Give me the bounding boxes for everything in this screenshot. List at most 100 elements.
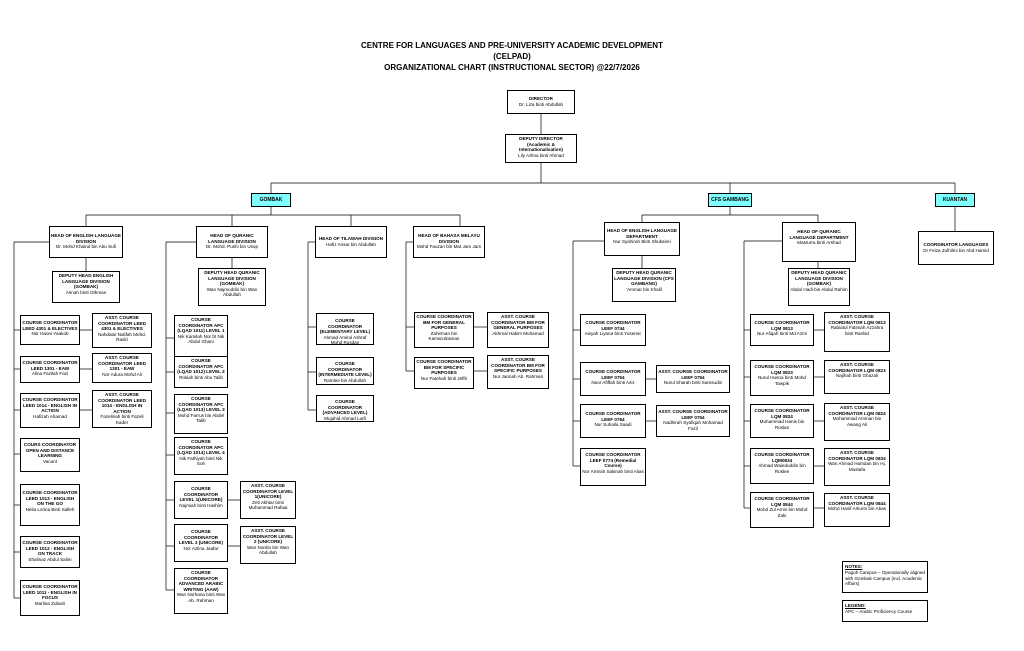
head-title: HEAD OF QURANIC LANGUAGE DEPARTMENT — [789, 229, 849, 240]
notes-heading: NOTES: — [845, 564, 863, 569]
gombak-quranic-coord-0: COURSE COORDINATOR APC (LQAD 1011) LEVEL… — [174, 315, 228, 359]
gombak-malay-asst-0: ASST. COURSE COORDINATOR BM FOR GENERAL … — [487, 312, 549, 348]
asst-name: Nur Jannah Ab. Rahman — [492, 373, 544, 379]
gombak-tilawah-head: HEAD OF TILAWAH DIVISION Hafiz Ansar bin… — [315, 226, 387, 258]
coord-name: Ahmad Waieduddin bin Roslee — [758, 463, 806, 474]
coord-name: Mohd Zul Amin bin Mohd Zaki — [756, 507, 808, 518]
asst-name: Zeti Akhtar binti Muhammad Rafaai — [248, 499, 288, 511]
gombak-quranic-head: HEAD OF QURANIC LANGUAGE DIVISION Dr. Mo… — [196, 226, 268, 258]
campus-kuantan: KUANTAN — [935, 193, 975, 207]
campus-cfs-gambang: CFS GAMBANG — [708, 193, 752, 207]
coord-name: Rokiah binti Abu Talib — [179, 374, 223, 380]
coord-title: COURSE COORDINATOR (ADVANCED LEVEL) — [322, 399, 368, 416]
deputy-title: DEPUTY HEAD QURANIC LANGUAGE DIVISION (G… — [204, 270, 260, 287]
coord-title: COURSE COORDINATOR LEED 1011 - ENGLISH I… — [22, 584, 78, 601]
head-name: Masturra binti Arshad — [797, 240, 841, 246]
asst-title: ASST. COURSE COORDINATOR LQM 0834 — [828, 450, 886, 461]
director-name: Dr. Liza binti Abdullah — [518, 101, 564, 107]
gombak-english-coord-6: COURSE COORDINATOR LEED 1011 - ENGLISH I… — [20, 580, 80, 616]
coord-name: Nur Suhaila Saadi — [594, 422, 632, 428]
head-name: Mohd Fauzan bin Mat Jam Jam — [416, 244, 482, 250]
asst-title: ASST. COURSE COORDINATOR BM FOR SPECIFIC… — [491, 357, 545, 374]
head-title: HEAD OF TILAWAH DIVISION — [318, 236, 384, 241]
coord-name: Ahmad Amirul Ashraf Mohd Rusdan — [323, 334, 367, 345]
asst-name: Mohammad Amman bin Awang Ali — [832, 416, 882, 427]
cfs-english-deputy: DEPUTY HEAD QURANIC LANGUAGE DIVISION (C… — [612, 268, 676, 302]
coord-name: Muhammad Hanis bin Roslan — [759, 419, 805, 430]
asst-title: ASST. COURSE COORDINATOR LQM 0823 — [828, 362, 886, 373]
coord-name: Nor Amirah Sakinah binti Alias — [582, 468, 644, 474]
asst-title: ASST. COURSE COORDINATOR LEED 4301 & ELE… — [98, 315, 146, 332]
asst-title: ASST. COURSE COORDINATOR LQM 0813 — [828, 314, 886, 325]
gombak-english-coord-4: COURSE COORDINATOR LEED 1013 - ENGLISH O… — [20, 484, 80, 526]
head-name: Dr. Mohd. Pushi bin Usop — [205, 244, 259, 250]
asst-title: ASST. COURSE COORDINATOR LQM 0844 — [828, 495, 886, 506]
coord-name: Nik Fathiyah binti Nik Soh — [179, 455, 223, 467]
asst-title: ASST. COURSE COORDINATOR LQM 0824 — [828, 405, 886, 416]
asst-name: Fazelinah binti Fazeli Kader — [100, 414, 144, 425]
asst-name: Rabiatul Fatimah Azzahra binti Rashid — [830, 325, 884, 336]
deputy-name: Abdul Hadi bin Abdul Rahim — [790, 286, 848, 292]
coord-title: COURSE COORDINATOR LEED 1014 - ENGLISH I… — [22, 397, 78, 414]
coord-name: Dr Feiza Zulhilmi bin Abd Hamid — [923, 247, 989, 253]
legend-box: LEGEND: APC – Arabic Proficiency Course — [842, 600, 928, 622]
asst-name: Nahdatul Nalifah Mohd. Radzi — [97, 331, 146, 343]
notes-box: NOTES: Pagoh Campus – Operationally alig… — [842, 561, 928, 593]
legend-heading: LEGEND: — [845, 603, 866, 608]
coord-title: COURSE COORDINATOR LEED 4301 & ELECTIVES — [22, 320, 78, 331]
head-name: Hafiz Ansar bin Abdullah — [326, 241, 376, 247]
gombak-quranic-asst-1: ASST. COURSE COORDINATOR LEVEL 2 (UNICOR… — [240, 526, 296, 564]
campus-gombak: GOMBAK — [251, 193, 291, 207]
asst-name: Akhmal Hakim Mohamad — [492, 330, 544, 336]
deputy-title: DEPUTY HEAD QURANIC LANGUAGE DIVISION (G… — [791, 270, 847, 287]
gombak-malay-coord-0: COURSE COORDINATOR BM FOR GENERAL PURPOS… — [414, 312, 474, 348]
coord-name: Shalinaz Abdul Salim — [28, 556, 72, 562]
coord-title: COURSE COORDINATOR LEVEL 1(UNICORE) — [179, 486, 223, 503]
coord-title: COURSE COORDINATOR (INTERMEDIATE LEVEL) — [318, 361, 372, 378]
deputy-name: 'Ammar bin Khalil — [626, 286, 662, 292]
head-name: Nur Syahirah Binti Shukairei — [613, 239, 671, 245]
chart-title-line3: ORGANIZATIONAL CHART (INSTRUCTIONAL SECT… — [384, 63, 640, 72]
gombak-english-coord-5: COURSE COORDINATOR LEED 1012 - ENGLISH O… — [20, 536, 80, 568]
coord-title: COURSE COORDINATOR LEEF 0774 (Remedial C… — [585, 452, 641, 469]
coord-title: COURSE COORDINATOR APC (LQAD 1014) LEVEL… — [177, 439, 225, 456]
gombak-quranic-coord-4: COURSE COORDINATOR LEVEL 1(UNICORE)Najmi… — [174, 481, 228, 519]
gombak-tilawah-coord-0: COURSE COORDINATOR (ELEMENTARY LEVEL)Ahm… — [316, 313, 374, 345]
gombak-quranic-asst-0: ASST. COURSE COORDINATOR LEVEL 1(UNICORE… — [240, 481, 296, 519]
asst-title: ASST. COURSE COORDINATOR LEVEL 2 (UNICOR… — [242, 528, 294, 545]
gombak-quranic-deputy: DEPUTY HEAD QURANIC LANGUAGE DIVISION (G… — [198, 268, 266, 306]
kuantan-coordinator: COORDINATOR LANGUAGES Dr Feiza Zulhilmi … — [918, 231, 994, 265]
coord-name: Wan Norhana binti Wan Ab. Rahman — [176, 592, 226, 603]
gombak-quranic-coord-3: COURSE COORDINATOR APC (LQAD 1014) LEVEL… — [174, 437, 228, 475]
coord-name: Mujahid Ahmad Lutfi — [324, 415, 366, 421]
coord-name: Noor Afiffah binti Aziz — [591, 380, 635, 386]
coord-title: COURSE COORDINATOR APC (LQAD 1013) LEVEL… — [177, 396, 225, 413]
coord-name: Ramlee bin Abdullah — [323, 377, 367, 383]
head-title: HEAD OF ENGLISH LANGUAGE DEPARTMENT — [607, 228, 677, 239]
coord-name: Vacant — [43, 458, 57, 464]
gombak-english-asst-2: ASST. COURSE COORDINATOR LEED 1014 - ENG… — [92, 390, 152, 428]
asst-title: ASST. COURSE COORDINATOR LEVEL 1(UNICORE… — [242, 483, 294, 500]
deputy-director-title: DEPUTY DIRECTOR (Academic & Internationa… — [519, 136, 563, 153]
deputy-director-box: DEPUTY DIRECTOR (Academic & Internationa… — [505, 134, 577, 163]
gombak-tilawah-coord-1: COURSE COORDINATOR (INTERMEDIATE LEVEL)R… — [316, 357, 374, 385]
head-title: HEAD OF ENGLISH LANGUAGE DIVISION — [51, 233, 121, 244]
notes-text: Pagoh Campus – Operationally aligned wit… — [845, 569, 925, 587]
chart-title-line1: CENTRE FOR LANGUAGES AND PRE-UNIVERSITY … — [361, 41, 663, 50]
gombak-english-asst-0: ASST. COURSE COORDINATOR LEED 4301 & ELE… — [92, 313, 152, 348]
coord-name: Nur Fatehah binti Jeffri — [420, 375, 468, 381]
cfs-quranic-head: HEAD OF QURANIC LANGUAGE DEPARTMENT Mast… — [782, 222, 856, 262]
coord-title: COURSE COORDINATOR (ELEMENTARY LEVEL) — [319, 318, 371, 335]
gombak-quranic-coord-1: COURSE COORDINATOR APC (LQAD 1012) LEVEL… — [174, 356, 228, 388]
